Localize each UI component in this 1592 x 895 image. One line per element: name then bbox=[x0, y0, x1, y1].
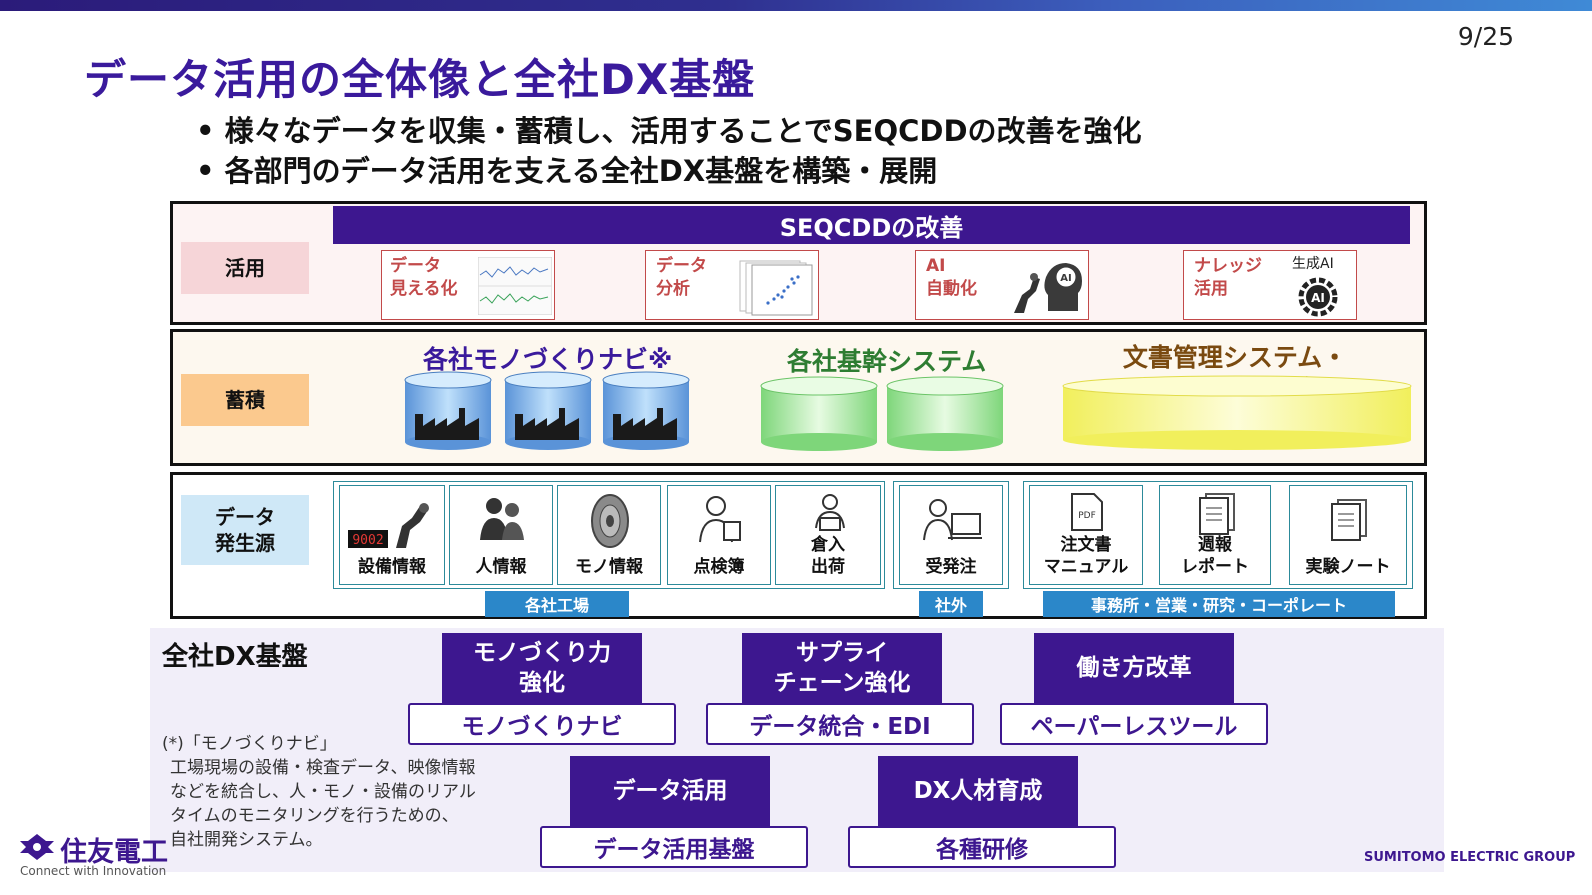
robot-ai-head-icon: AI bbox=[1014, 263, 1082, 313]
use-item-label: 見える化 bbox=[390, 279, 458, 299]
use-item-analysis: データ 分析 bbox=[645, 250, 819, 320]
dx-pillar-data-use: データ活用 bbox=[570, 756, 770, 826]
source-order-docs: PDF 注文書 マニュアル bbox=[1029, 485, 1143, 585]
dx-pillar-talent: DX人材育成 bbox=[878, 756, 1078, 826]
footnote-line: タイムのモニタリングを行うための、 bbox=[170, 806, 459, 826]
person-computer-icon bbox=[923, 499, 982, 541]
use-layer-label: 活用 bbox=[181, 242, 309, 294]
external-tag: 社外 bbox=[919, 591, 983, 617]
database-icon bbox=[886, 376, 1004, 451]
source-item-label: モノ情報 bbox=[575, 557, 643, 577]
source-item-label: 倉入 出荷 bbox=[811, 535, 845, 577]
database-icon bbox=[504, 371, 592, 450]
line-chart-icon bbox=[478, 257, 552, 315]
source-warehouse: 倉入 出荷 bbox=[775, 485, 881, 585]
source-layer: データ 発生源 9002 設備情報 人情報 モノ情報 点検簿 bbox=[170, 472, 1427, 619]
source-lab-notes: 実験ノート bbox=[1289, 485, 1407, 585]
source-item-label: 注文書 マニュアル bbox=[1043, 535, 1129, 577]
database-icon bbox=[404, 371, 492, 450]
dx-pillar-manufacturing: モノづくり力 強化 bbox=[442, 633, 642, 703]
factory-source-group bbox=[333, 481, 885, 589]
scatter-plot-icon bbox=[739, 260, 813, 316]
external-source-group bbox=[893, 481, 1009, 589]
dx-pillar-work-style: 働き方改革 bbox=[1034, 633, 1234, 703]
use-item-knowledge: ナレッジ 活用 生成AI AI bbox=[1183, 250, 1357, 320]
cable-spool-icon bbox=[591, 494, 629, 548]
robot-arm-icon: 9002 bbox=[348, 503, 429, 548]
top-accent-bar bbox=[0, 0, 1592, 11]
seqcdd-banner: SEQCDDの改善 bbox=[333, 206, 1410, 244]
company-tagline: Connect with Innovation bbox=[20, 864, 167, 878]
footnote-line: (*)「モノづくりナビ」 bbox=[162, 734, 337, 754]
dx-pillar-supply-chain: サプライ チェーン強化 bbox=[742, 633, 942, 703]
source-equipment: 9002 設備情報 bbox=[339, 485, 445, 585]
footnote-line: などを統合し、人・モノ・設備のリアル bbox=[170, 782, 476, 802]
dx-base-heading: 全社DX基盤 bbox=[162, 642, 308, 672]
use-item-label: 分析 bbox=[656, 279, 690, 299]
source-item-label: 設備情報 bbox=[358, 557, 426, 577]
footnote-line: 工場現場の設備・検査データ、映像情報 bbox=[170, 758, 476, 778]
source-materials: モノ情報 bbox=[557, 485, 661, 585]
ai-gear-icon: AI bbox=[1298, 277, 1338, 317]
source-layer-label: データ 発生源 bbox=[181, 495, 309, 565]
svg-text:PDF: PDF bbox=[1078, 511, 1096, 521]
bullet-2: • 各部門のデータ活用を支える全社DX基盤を構築・展開 bbox=[196, 154, 938, 188]
office-tag: 事務所・営業・研究・コーポレート bbox=[1043, 591, 1395, 617]
warehouse-worker-icon bbox=[815, 494, 845, 531]
source-item-label: 週報 レポート bbox=[1181, 535, 1249, 577]
use-item-label: ナレッジ bbox=[1194, 256, 1262, 276]
workers-icon bbox=[480, 498, 524, 540]
group-name: SUMITOMO ELECTRIC GROUP bbox=[1364, 850, 1576, 865]
source-item-label: 点検簿 bbox=[693, 557, 745, 577]
bullet-1: • 様々なデータを収集・蓄積し、活用することでSEQCDDの改善を強化 bbox=[196, 114, 1142, 148]
source-reports: 週報 レポート bbox=[1159, 485, 1271, 585]
inspector-icon bbox=[699, 496, 741, 543]
factory-tag: 各社工場 bbox=[485, 591, 629, 617]
database-icon bbox=[602, 371, 690, 450]
source-people: 人情報 bbox=[449, 485, 553, 585]
dx-tool-paperless: ペーパーレスツール bbox=[1000, 703, 1268, 745]
source-item-label: 人情報 bbox=[475, 557, 527, 577]
use-item-label: AI bbox=[926, 256, 946, 276]
dx-tool-training: 各種研修 bbox=[848, 826, 1116, 868]
office-source-group bbox=[1023, 481, 1413, 589]
use-item-label: 自動化 bbox=[926, 279, 977, 299]
document-storage-cylinder bbox=[1062, 375, 1412, 450]
dx-tool-data-integration: データ統合・EDI bbox=[706, 703, 974, 745]
generative-ai-badge: 生成AI bbox=[1292, 256, 1334, 272]
svg-text:AI: AI bbox=[1060, 273, 1071, 284]
report-document-icon bbox=[1199, 493, 1235, 535]
notebook-icon bbox=[1331, 499, 1367, 541]
svg-text:AI: AI bbox=[1311, 291, 1325, 305]
company-logo-text: 住友電工 bbox=[60, 837, 168, 868]
use-layer: 活用 SEQCDDの改善 データ 見える化 データ 分析 bbox=[170, 201, 1427, 325]
store-group-title: 各社基幹システム bbox=[787, 347, 987, 376]
source-inspection: 点検簿 bbox=[667, 485, 771, 585]
store-layer-label: 蓄積 bbox=[181, 374, 309, 426]
database-icon bbox=[760, 376, 878, 451]
footnote-line: 自社開発システム。 bbox=[170, 830, 323, 850]
use-item-ai-automation: AI 自動化 AI bbox=[915, 250, 1089, 320]
dx-tool-monozukuri-navi: モノづくりナビ bbox=[408, 703, 676, 745]
source-orders: 受発注 bbox=[899, 485, 1003, 585]
factory-database-cylinders bbox=[404, 371, 690, 450]
source-item-label: 実験ノート bbox=[1305, 557, 1391, 577]
use-item-label: データ bbox=[656, 256, 707, 276]
store-group-title: 各社モノづくりナビ※ bbox=[423, 345, 673, 374]
store-layer: 蓄積 各社モノづくりナビ※ 各社基幹システム 文書管理システム・ 共有フォルダ bbox=[170, 329, 1427, 466]
use-item-label: データ bbox=[390, 256, 441, 276]
pdf-document-icon: PDF bbox=[1071, 493, 1103, 531]
dx-tool-data-platform: データ活用基盤 bbox=[540, 826, 808, 868]
core-system-cylinders bbox=[760, 376, 1004, 451]
counter-display: 9002 bbox=[352, 533, 383, 548]
page-number: 9/25 bbox=[1457, 22, 1514, 51]
slide-title: データ活用の全体像と全社DX基盤 bbox=[84, 55, 756, 104]
use-item-visualization: データ 見える化 bbox=[381, 250, 555, 320]
footnote: (*)「モノづくりナビ」 工場現場の設備・検査データ、映像情報 などを統合し、人… bbox=[162, 732, 476, 852]
company-logo-icon bbox=[20, 834, 54, 860]
source-item-label: 受発注 bbox=[925, 557, 977, 577]
use-item-label: 活用 bbox=[1194, 279, 1228, 299]
